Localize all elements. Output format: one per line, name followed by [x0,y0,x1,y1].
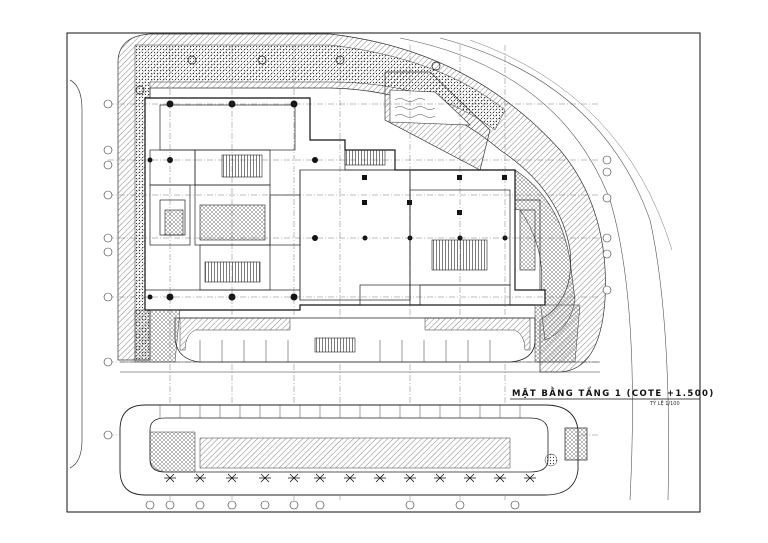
right-core [519,209,536,271]
toilet-block [199,204,266,241]
drop-off-hatch-right [424,317,531,351]
service-block [164,209,184,236]
drop-off-hatch-left [179,317,291,351]
stair-core-1 [221,154,263,178]
lower-parking-hatch [199,437,511,469]
dotted-planting-band [134,44,506,361]
top-trees [135,55,441,95]
stair-entry [344,149,386,166]
drawing-scale: TỶ LỆ 1/100 [650,401,680,407]
sheet-border [66,32,701,513]
grid-bubbles [103,99,612,510]
road-arc-2 [439,37,669,501]
entrance-steps [314,337,356,353]
stair-core-2 [204,261,261,283]
road-edge-left [69,79,83,469]
tree-area-right [534,304,581,363]
street-trees [164,473,536,483]
road-arc-3 [469,39,673,251]
stair-core-3 [431,239,488,271]
lower-stalls [159,405,521,418]
tree-area-left [134,309,181,363]
guard-booth [564,427,588,461]
planter-circle [544,453,558,467]
parking-stalls-top [199,340,491,362]
lower-left-planting [149,431,196,473]
drawing-title: MẶT BẰNG TẦNG 1 (COTE +1.500) [512,389,715,399]
